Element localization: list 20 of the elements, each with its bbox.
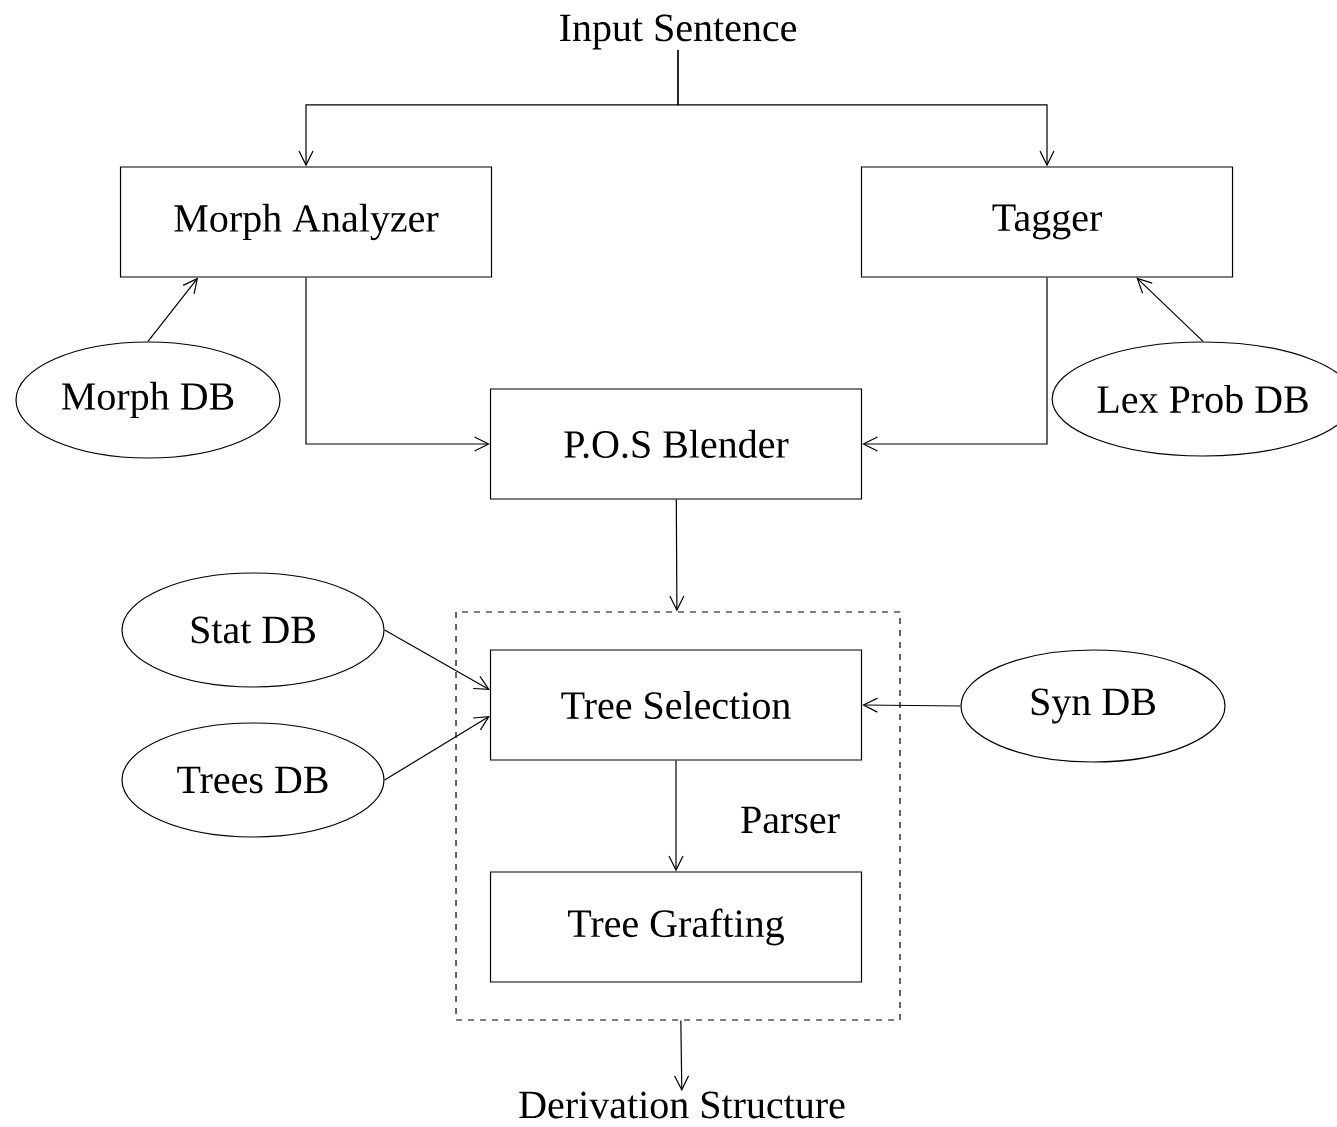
parser-group-box xyxy=(455,611,901,1021)
arrow xyxy=(669,499,685,612)
process-box: Morph Analyzer xyxy=(119,166,493,278)
arrow xyxy=(674,1020,690,1092)
arrow xyxy=(384,629,490,690)
process-box: Tree Grafting xyxy=(489,871,863,983)
arrow xyxy=(668,760,684,872)
arrow xyxy=(677,49,1055,167)
arrow xyxy=(305,277,490,452)
process-box: Tagger xyxy=(860,166,1234,278)
arrow xyxy=(1136,277,1204,342)
arrow xyxy=(862,697,961,713)
group-label: Parser xyxy=(741,806,840,834)
arrow xyxy=(147,277,199,342)
arrow xyxy=(862,277,1048,452)
process-box: P.O.S Blender xyxy=(489,388,863,500)
text-label: Input Sentence xyxy=(560,14,797,50)
text-label: Derivation Structure xyxy=(519,1091,845,1119)
process-box: Tree Selection xyxy=(489,649,863,761)
arrow xyxy=(384,716,490,781)
